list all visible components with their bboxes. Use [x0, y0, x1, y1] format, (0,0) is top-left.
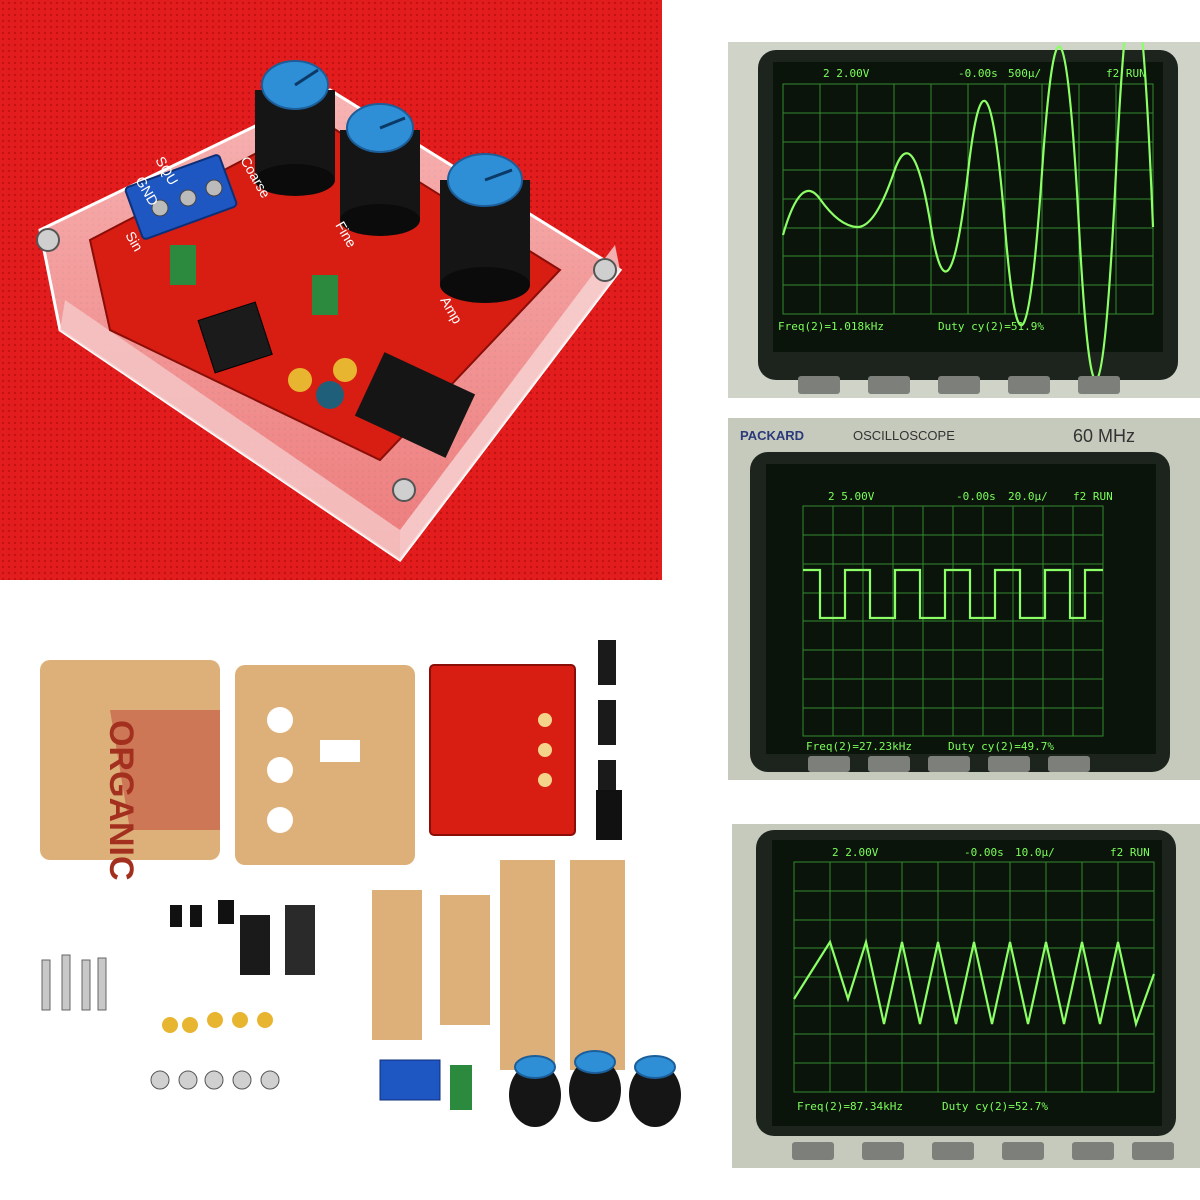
- scope-triangle-photo: 2 2.00V -0.00s 10.0µ/ f2 RUN Freq(2)=87.…: [732, 824, 1200, 1168]
- scope-sine-offset: -0.00s: [958, 67, 998, 80]
- jumper-green: [312, 275, 338, 315]
- terminal-block-part: [379, 1059, 441, 1101]
- scope-square-volts: 2 5.00V: [828, 490, 875, 503]
- scope-square-offset: -0.00s: [956, 490, 996, 503]
- scope-square-timebase: 20.0µ/: [1008, 490, 1048, 503]
- case-side-right: [400, 245, 620, 560]
- pcb-pad: [538, 713, 552, 727]
- nuts: [150, 1070, 280, 1090]
- knob-part: [509, 1055, 561, 1127]
- knob-part: [629, 1055, 681, 1127]
- triangle-trace: [793, 937, 1156, 1028]
- knob-amplitude: [440, 153, 530, 303]
- scope-screen: [766, 464, 1156, 754]
- screws: [41, 954, 107, 1011]
- capacitor: [316, 381, 344, 409]
- knob-hole: [267, 707, 293, 733]
- scope-triangle-duty: Duty cy(2)=52.7%: [942, 1100, 1048, 1113]
- scope-model: OSCILLOSCOPE: [853, 428, 955, 443]
- ic-chip: [240, 915, 270, 975]
- scope-sine-freq: Freq(2)=1.018kHz: [778, 320, 884, 333]
- electrolytic-capacitor: [190, 905, 202, 927]
- spacer: [440, 895, 490, 1025]
- sine-trace: [781, 42, 1155, 381]
- knob-coarse: [255, 60, 335, 196]
- scope-sine-photo: 2 2.00V -0.00s 500µ/ f2 RUN Freq(2)=1.01…: [728, 42, 1200, 398]
- scope-grid: [802, 505, 1104, 737]
- film-graphic: [110, 710, 220, 830]
- acrylic-panel-middle: [235, 665, 415, 865]
- capacitor: [288, 368, 312, 392]
- ic-socket: [285, 905, 315, 975]
- pcb-bare: [429, 664, 576, 836]
- screw-icon: [392, 478, 416, 502]
- scope-brand: PACKARD: [740, 428, 804, 443]
- electrolytic-capacitor: [218, 900, 234, 924]
- scope-softkeys: [792, 1142, 1174, 1160]
- scope-sine-volts: 2 2.00V: [823, 67, 870, 80]
- scope-grid: [793, 861, 1155, 1093]
- spacer: [500, 860, 555, 1070]
- case-side-front: [60, 300, 400, 560]
- terminal-screw-icon: [205, 179, 223, 197]
- capacitor: [333, 358, 357, 382]
- scope-triangle-volts: 2 2.00V: [832, 846, 879, 859]
- scope-square-duty: Duty cy(2)=49.7%: [948, 740, 1054, 753]
- electrolytic-capacitor: [170, 905, 182, 927]
- knob-hole: [267, 757, 293, 783]
- scope-triangle-svg: 2 2.00V -0.00s 10.0µ/ f2 RUN Freq(2)=87.…: [732, 824, 1200, 1168]
- scope-sine-duty: Duty cy(2)=51.9%: [938, 320, 1044, 333]
- potentiometer: [598, 640, 616, 685]
- dc-jack: [354, 352, 476, 458]
- knob-hole: [267, 807, 293, 833]
- spacer: [372, 890, 422, 1040]
- ceramic-capacitor: [207, 1012, 223, 1028]
- scope-screen: [772, 840, 1162, 1126]
- cutout: [320, 740, 360, 762]
- scope-bandwidth: 60 MHz: [1073, 426, 1135, 446]
- scope-sine-run: f2 RUN: [1106, 67, 1146, 80]
- scope-softkeys: [798, 376, 1120, 394]
- scope-square-run: f2 RUN: [1073, 490, 1113, 503]
- scope-sine-svg: 2 2.00V -0.00s 500µ/ f2 RUN Freq(2)=1.01…: [728, 42, 1200, 398]
- knob-part: [569, 1050, 621, 1122]
- product-photo-svg: SQU GND Sin Fine Coarse Amp: [0, 0, 662, 580]
- scope-square-freq: Freq(2)=27.23kHz: [806, 740, 912, 753]
- terminal-screw-icon: [179, 189, 197, 207]
- dc-jack-part: [596, 790, 622, 840]
- scope-triangle-timebase: 10.0µ/: [1015, 846, 1055, 859]
- scope-sine-timebase: 500µ/: [1008, 67, 1041, 80]
- scope-softkeys: [808, 756, 1090, 772]
- product-photo: SQU GND Sin Fine Coarse Amp: [0, 0, 662, 580]
- square-trace: [803, 568, 1103, 620]
- pcb-pad: [538, 773, 552, 787]
- scope-triangle-freq: Freq(2)=87.34kHz: [797, 1100, 903, 1113]
- jumper-green: [170, 245, 196, 285]
- ceramic-capacitor: [162, 1017, 178, 1033]
- kit-parts-svg: ORGANIC: [40, 640, 681, 1127]
- scope-triangle-run: f2 RUN: [1110, 846, 1150, 859]
- ceramic-capacitor: [232, 1012, 248, 1028]
- scope-grid: [782, 83, 1154, 315]
- ceramic-capacitor: [257, 1012, 273, 1028]
- ic-chip: [197, 301, 273, 374]
- screw-icon: [36, 228, 60, 252]
- scope-square-svg: PACKARD OSCILLOSCOPE 60 MHz 2 5.00V -0.0…: [728, 418, 1200, 780]
- kit-parts-photo: ORGANIC: [0, 620, 700, 1180]
- potentiometer: [598, 700, 616, 745]
- scope-square-photo: PACKARD OSCILLOSCOPE 60 MHz 2 5.00V -0.0…: [728, 418, 1200, 780]
- ceramic-capacitor: [182, 1017, 198, 1033]
- jumper-part: [450, 1065, 472, 1110]
- pcb-pad: [538, 743, 552, 757]
- screw-icon: [593, 258, 617, 282]
- spacer: [570, 860, 625, 1070]
- scope-triangle-offset: -0.00s: [964, 846, 1004, 859]
- knob-fine: [340, 103, 420, 236]
- film-text: ORGANIC: [102, 720, 140, 881]
- terminal-screw-icon: [151, 199, 169, 217]
